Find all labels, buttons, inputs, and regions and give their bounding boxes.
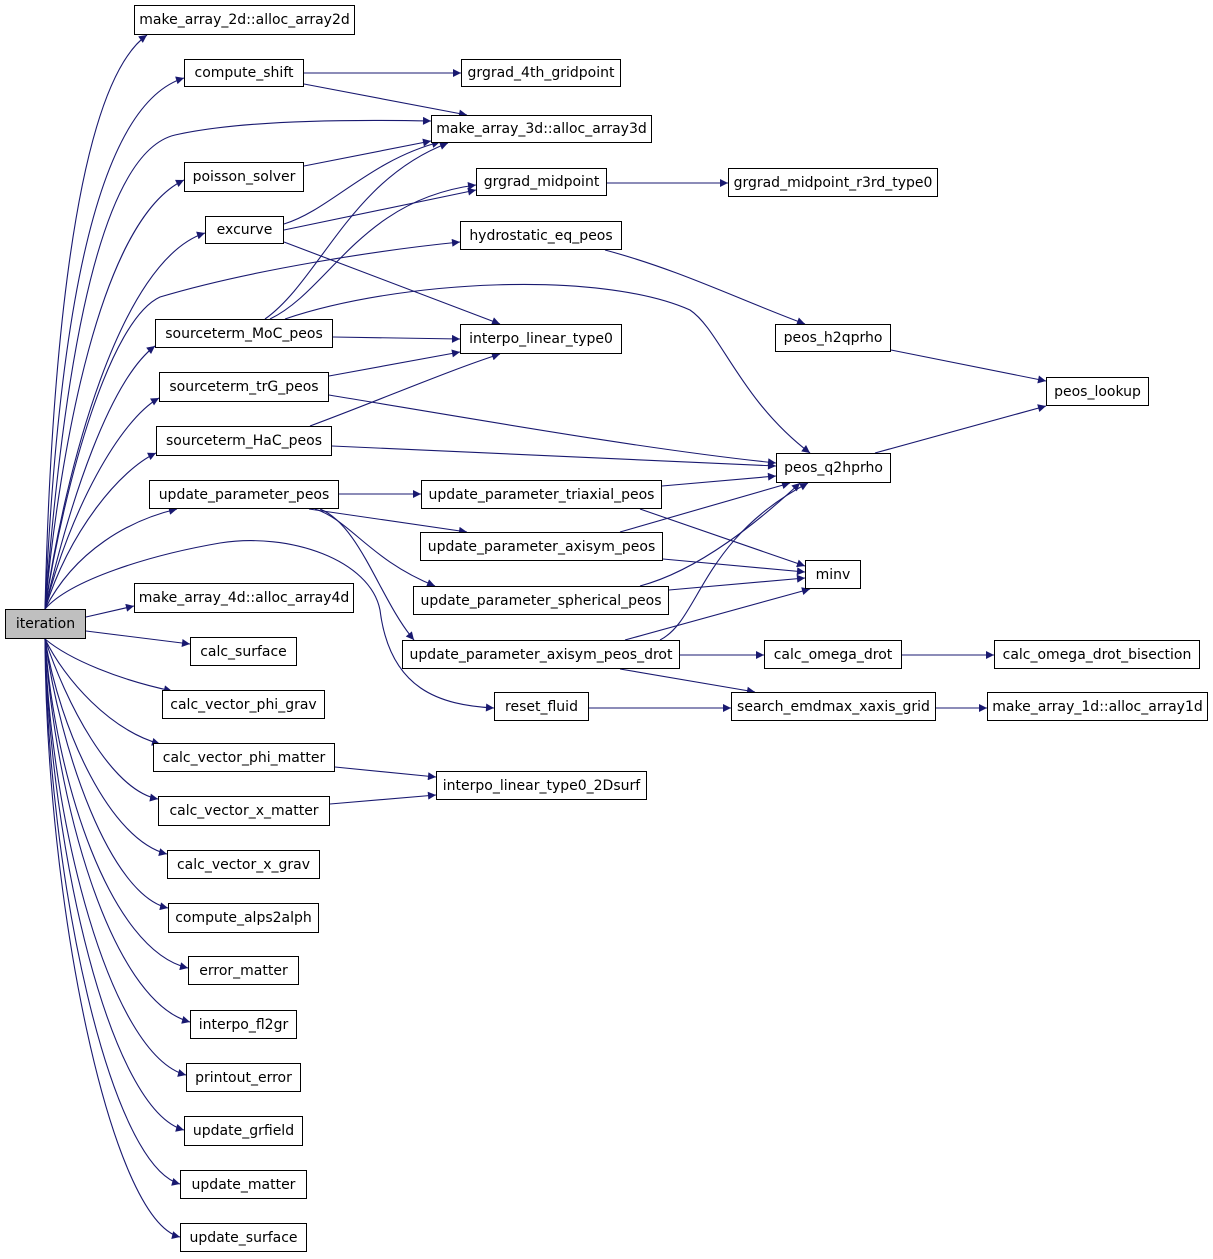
edge-iteration-compute-shift	[44, 76, 185, 610]
edge-upd-axi-drot-peos-q2h	[659, 482, 809, 641]
node-calc-omega-drot[interactable]: calc_omega_drot	[764, 640, 902, 669]
node-calc-vector-phi-matter[interactable]: calc_vector_phi_matter	[153, 743, 335, 772]
node-error-matter[interactable]: error_matter	[188, 956, 299, 985]
node-reset-fluid[interactable]: reset_fluid	[494, 692, 589, 721]
edge-upd-tri-minv	[639, 508, 806, 568]
node-peos-q2hprho[interactable]: peos_q2hprho	[776, 453, 891, 483]
edge-iteration-printout-error	[44, 638, 187, 1077]
node-grgrad-midpoint[interactable]: grgrad_midpoint	[476, 168, 607, 196]
edge-iteration-upd-surface	[44, 638, 181, 1239]
node-poisson-solver[interactable]: poisson_solver	[184, 162, 304, 192]
node-hydrostatic-eq-peos[interactable]: hydrostatic_eq_peos	[460, 221, 622, 250]
edge-excurve-alloc3d	[283, 140, 441, 225]
edge-iteration-x-grav	[44, 638, 168, 856]
node-compute-alps2alph[interactable]: compute_alps2alph	[168, 903, 319, 933]
edge-src-moc-interpo-lin	[332, 334, 461, 343]
edge-src-moc-grgrad-mid	[269, 182, 477, 320]
edge-iteration-src-moc	[44, 345, 156, 610]
node-grgrad-4th-gridpoint[interactable]: grgrad_4th_gridpoint	[461, 59, 621, 87]
node-update-parameter-triaxial-peos[interactable]: update_parameter_triaxial_peos	[421, 480, 662, 509]
node-sourceterm-moc-peos[interactable]: sourceterm_MoC_peos	[155, 319, 333, 348]
edge-upd-param-upd-sph	[314, 508, 436, 587]
node-update-parameter-peos[interactable]: update_parameter_peos	[149, 480, 339, 509]
edge-iteration-reset-fluid	[44, 540, 495, 712]
edge-iteration-upd-param	[44, 506, 178, 610]
edge-iteration-calc-surface	[85, 630, 191, 647]
edge-iteration-excurve	[44, 231, 206, 610]
edge-upd-axi-peos-q2h	[619, 481, 791, 533]
node-interpo-fl2gr[interactable]: interpo_fl2gr	[190, 1010, 297, 1039]
node-sourceterm-trg-peos[interactable]: sourceterm_trG_peos	[159, 372, 329, 402]
edge-poisson-solver-alloc3d	[303, 138, 432, 167]
node-grgrad-midpoint-r3rd-type0[interactable]: grgrad_midpoint_r3rd_type0	[728, 168, 938, 197]
edge-x-matter-interpo-2d	[329, 791, 437, 805]
node-calc-vector-x-matter[interactable]: calc_vector_x_matter	[158, 796, 330, 826]
edge-iteration-interpo-fl2gr	[44, 638, 191, 1024]
edge-excurve-grgrad-mid	[283, 187, 477, 231]
node-excurve[interactable]: excurve	[205, 216, 284, 244]
edge-src-hac-peos-q2h	[331, 445, 777, 470]
edge-upd-tri-peos-q2h	[661, 472, 777, 487]
edge-iteration-x-matter	[44, 638, 159, 802]
edge-upd-param-upd-axi	[308, 508, 468, 535]
node-update-parameter-axisym-peos[interactable]: update_parameter_axisym_peos	[420, 532, 663, 561]
node-search-emdmax-xaxis-grid[interactable]: search_emdmax_xaxis_grid	[731, 692, 936, 721]
edge-excurve-interpo-lin	[283, 241, 501, 325]
node-minv[interactable]: minv	[805, 560, 861, 589]
node-make-array-4d-alloc-array4d[interactable]: make_array_4d::alloc_array4d	[134, 583, 354, 613]
edge-iteration-phi-grav	[44, 638, 173, 694]
node-calc-omega-drot-bisection[interactable]: calc_omega_drot_bisection	[994, 640, 1200, 669]
edge-iteration-src-trg	[44, 397, 160, 610]
node-make-array-2d-alloc-array2d[interactable]: make_array_2d::alloc_array2d	[134, 5, 355, 35]
edge-hydro-eq-peos-h2q	[604, 249, 806, 325]
node-make-array-1d-alloc-array1d[interactable]: make_array_1d::alloc_array1d	[987, 692, 1208, 721]
edge-iteration-alloc3d	[44, 116, 432, 610]
node-update-matter[interactable]: update_matter	[180, 1170, 307, 1199]
node-peos-h2qprho[interactable]: peos_h2qprho	[775, 324, 891, 352]
node-update-parameter-spherical-peos[interactable]: update_parameter_spherical_peos	[413, 586, 669, 615]
edge-upd-param-upd-axi-drot	[319, 508, 415, 641]
edge-src-trg-peos-q2h	[328, 394, 777, 467]
node-update-grfield[interactable]: update_grfield	[184, 1116, 303, 1146]
node-iteration: iteration	[5, 609, 86, 639]
edge-iteration-hydro-eq	[44, 238, 461, 610]
node-printout-error[interactable]: printout_error	[186, 1063, 301, 1092]
edge-upd-sph-peos-q2h	[639, 482, 801, 587]
edge-src-hac-interpo-lin	[309, 352, 501, 427]
edge-iteration-alloc2d	[44, 34, 148, 610]
node-update-surface[interactable]: update_surface	[180, 1223, 307, 1252]
edge-upd-axi-drot-search-emd	[619, 668, 756, 695]
edge-upd-axi-minv	[662, 558, 806, 576]
node-sourceterm-hac-peos[interactable]: sourceterm_HaC_peos	[156, 426, 332, 456]
edge-iteration-alloc4d	[85, 603, 135, 618]
node-peos-lookup[interactable]: peos_lookup	[1046, 377, 1149, 406]
node-calc-surface[interactable]: calc_surface	[190, 637, 297, 666]
edge-peos-h2q-peos-lookup	[890, 349, 1047, 384]
edge-src-moc-peos-q2h	[284, 283, 811, 454]
node-compute-shift[interactable]: compute_shift	[184, 59, 304, 87]
node-interpo-linear-type0[interactable]: interpo_linear_type0	[460, 324, 622, 354]
edge-src-moc-alloc3d	[264, 142, 449, 320]
edge-peos-q2h-peos-lookup	[874, 404, 1047, 454]
edge-src-trg-interpo-lin	[328, 349, 461, 377]
node-make-array-3d-alloc-array3d[interactable]: make_array_3d::alloc_array3d	[431, 115, 652, 143]
node-calc-vector-x-grav[interactable]: calc_vector_x_grav	[167, 850, 320, 879]
edge-iteration-poisson-solver	[44, 179, 185, 610]
node-update-parameter-axisym-peos-drot[interactable]: update_parameter_axisym_peos_drot	[402, 640, 680, 669]
node-calc-vector-phi-grav[interactable]: calc_vector_phi_grav	[162, 690, 325, 719]
edge-iteration-upd-grfield	[44, 638, 185, 1132]
edge-upd-axi-drot-minv	[624, 587, 811, 641]
edge-iteration-src-hac	[44, 452, 157, 610]
edge-iteration-phi-matter	[44, 638, 161, 746]
edge-compute-shift-alloc3d	[303, 83, 468, 118]
node-interpo-linear-type0-2dsurf[interactable]: interpo_linear_type0_2Dsurf	[436, 771, 647, 800]
edge-iteration-error-matter	[44, 638, 189, 971]
edge-phi-matter-interpo-2d	[334, 766, 437, 781]
edge-iteration-alps2alph	[44, 638, 169, 911]
edge-upd-sph-minv	[668, 574, 806, 591]
edge-iteration-upd-matter	[44, 638, 181, 1186]
